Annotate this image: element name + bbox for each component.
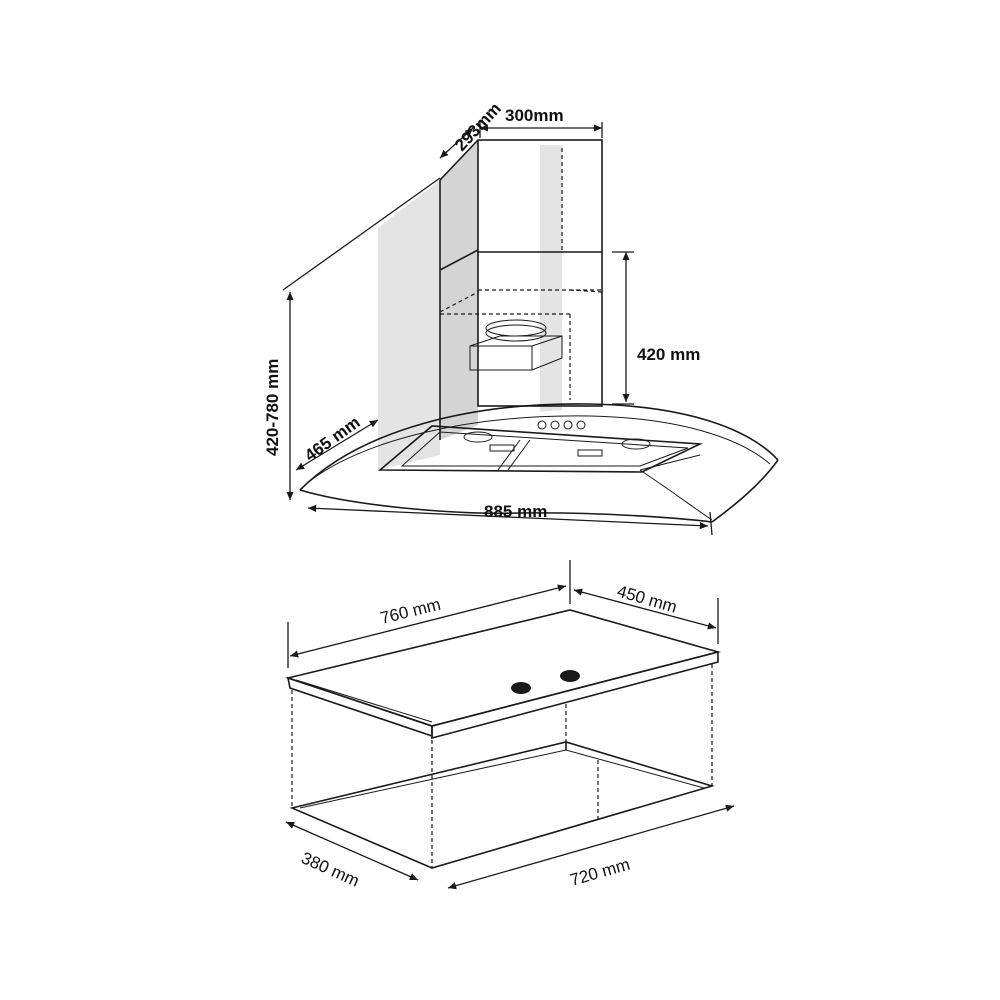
grease-filter	[377, 425, 704, 473]
dim-depth-cutout-label: 380 mm	[298, 848, 362, 890]
light-right	[621, 438, 651, 450]
light-left	[463, 431, 493, 443]
dim-width-top-label: 760 mm	[378, 595, 442, 628]
dim-depth-bottom-label: 465 mm	[301, 413, 363, 466]
knob-left-icon	[511, 682, 531, 694]
button-2-icon	[550, 420, 560, 430]
button-3-icon	[563, 420, 573, 430]
dim-chimney-height-label: 420 mm	[637, 345, 700, 364]
cooker-hood: 293mm 300mm 420-780 mm 420 mm 465 mm 885…	[263, 99, 779, 536]
dim-width-top-label: 300mm	[505, 106, 564, 125]
button-4-icon	[576, 420, 586, 430]
chimney-highlight	[540, 145, 562, 412]
gas-hob: 760 mm 450 mm 380 mm 720 mm	[285, 560, 735, 891]
dim-width-bottom-label: 885 mm	[484, 502, 547, 521]
wall-shadow	[378, 180, 440, 470]
motor-unit	[469, 319, 563, 371]
control-buttons	[537, 420, 586, 430]
hob-dimensions	[285, 560, 735, 890]
hood-dimensions	[282, 122, 713, 536]
dim-width-cutout-label: 720 mm	[568, 855, 632, 890]
dim-height-range-label: 420-780 mm	[263, 359, 282, 456]
dim-depth-top-label: 450 mm	[615, 582, 679, 617]
chimney-side-face	[440, 140, 478, 440]
knob-right-icon	[560, 670, 580, 682]
hob-cutout	[289, 664, 715, 869]
button-1-icon	[537, 420, 547, 430]
chimney-front	[477, 139, 603, 407]
